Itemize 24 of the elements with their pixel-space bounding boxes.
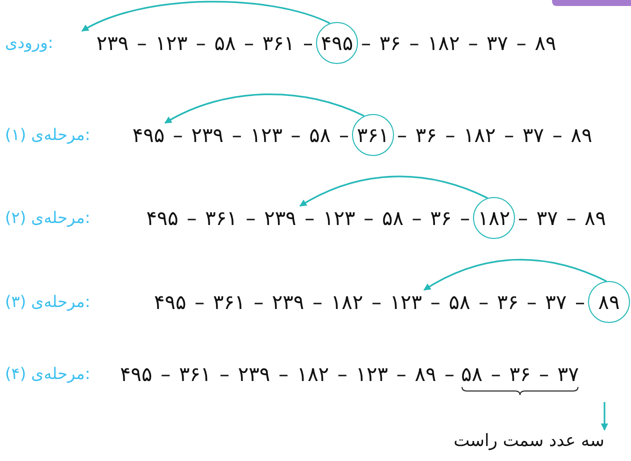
circled-number: ۳۶۱ — [352, 114, 394, 156]
number-sequence: ۴۹۵ – ۳۶۱ – ۲۳۹ – ۱۸۲ – ۱۲۳ – ۸۹ – — [120, 362, 455, 386]
arrow — [423, 258, 607, 291]
circled-number: ۱۸۲ — [473, 197, 515, 239]
arrow — [81, 0, 330, 32]
number-sequence: – ۳۷ – ۸۹ — [518, 206, 606, 230]
note-text: سه عدد سمت راست — [454, 430, 604, 452]
step-label: مرحله‌ی (۲): — [5, 207, 90, 229]
number-sequence: ۴۹۵ – ۲۳۹ – ۱۲۳ – ۵۸ – — [132, 123, 349, 147]
step-label: مرحله‌ی (۱): — [5, 124, 90, 146]
number-sequence: – ۳۶ – ۱۸۲ – ۳۷ – ۸۹ — [361, 31, 556, 55]
number-sequence: ۴۹۵ – ۳۶۱ – ۲۳۹ – ۱۸۲ – ۱۲۳ – ۵۸ – ۳۶ – ۳۷ – — [154, 290, 585, 314]
arrow — [299, 176, 488, 207]
number-sequence: ۵۸ – ۳۶ – ۳۷ — [461, 362, 579, 386]
step-label: مرحله‌ی (۴): — [5, 363, 90, 385]
circled-number: ۴۹۵ — [316, 22, 358, 64]
number-sequence: ۲۳۹ – ۱۲۳ – ۵۸ – ۳۶۱ – — [96, 31, 313, 55]
number-sequence: – ۳۶ – ۱۸۲ – ۳۷ – ۸۹ — [397, 123, 592, 147]
circled-number: ۸۹ — [588, 281, 630, 323]
number-sequence: ۴۹۵ – ۳۶۱ – ۲۳۹ – ۱۲۳ – ۵۸ – ۳۶ – — [146, 206, 470, 230]
step-label: ورودی: — [5, 32, 54, 54]
step-label: مرحله‌ی (۳): — [5, 291, 90, 313]
arrow — [164, 94, 364, 124]
arrow — [600, 402, 608, 431]
